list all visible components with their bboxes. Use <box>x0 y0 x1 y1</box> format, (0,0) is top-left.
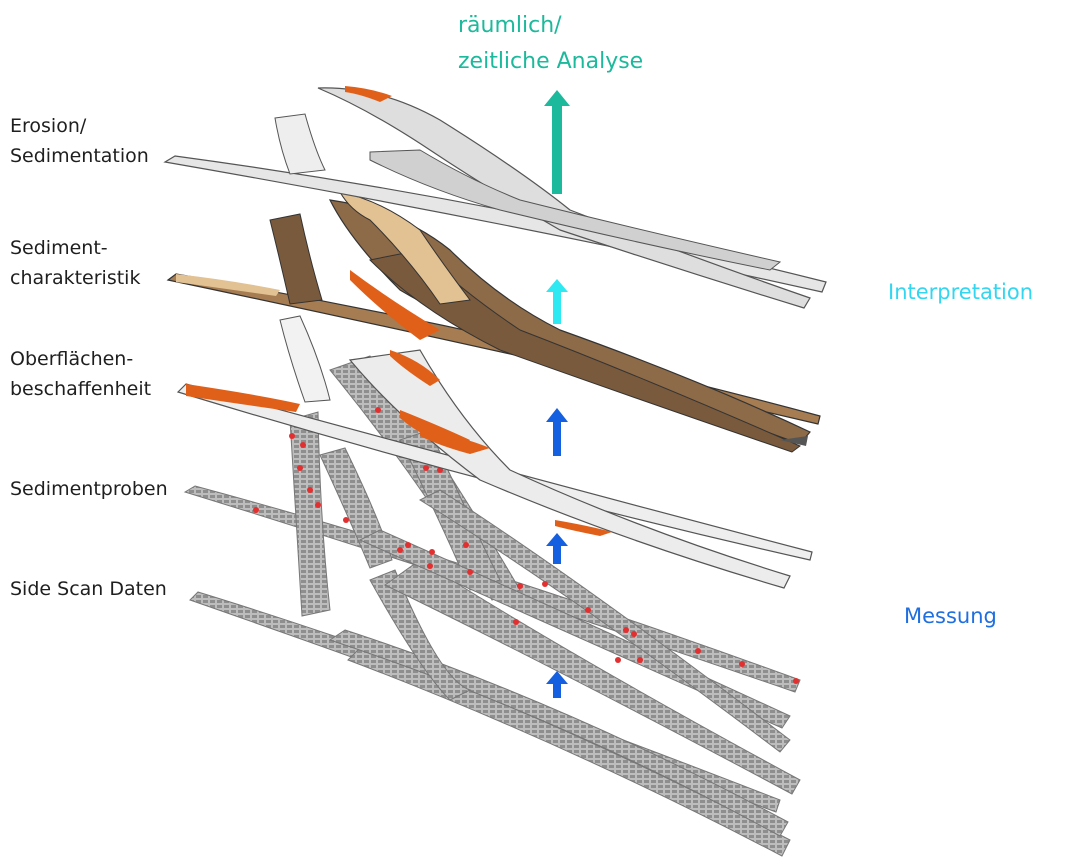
arrow-analysis <box>544 90 570 194</box>
label-surface-line1: Oberflächen- <box>10 344 151 374</box>
phase-measurement: Messung <box>904 604 997 628</box>
label-sidescan: Side Scan Daten <box>10 574 167 604</box>
label-sidescan-line1: Side Scan Daten <box>10 574 167 604</box>
label-erosion: Erosion/ Sedimentation <box>10 111 149 171</box>
arrow-interpretation <box>546 279 568 324</box>
label-sediment-characteristic: Sediment- charakteristik <box>10 233 140 293</box>
label-samples-line1: Sedimentproben <box>10 474 168 504</box>
arrow-surface <box>546 408 568 456</box>
top-note-line1: räumlich/ <box>458 8 643 44</box>
top-note-line2: zeitliche Analyse <box>458 44 643 80</box>
label-surface: Oberflächen- beschaffenheit <box>10 344 151 404</box>
label-samples: Sedimentproben <box>10 474 168 504</box>
label-surface-line2: beschaffenheit <box>10 374 151 404</box>
label-erosion-line1: Erosion/ <box>10 111 149 141</box>
label-sediment-characteristic-line1: Sediment- <box>10 233 140 263</box>
phase-interpretation: Interpretation <box>888 280 1033 304</box>
erosion-layer <box>165 86 826 308</box>
arrow-samples <box>546 533 568 564</box>
label-erosion-line2: Sedimentation <box>10 141 149 171</box>
label-sediment-characteristic-line2: charakteristik <box>10 263 140 293</box>
top-note: räumlich/ zeitliche Analyse <box>458 8 643 80</box>
sidescan-layer <box>190 560 800 856</box>
